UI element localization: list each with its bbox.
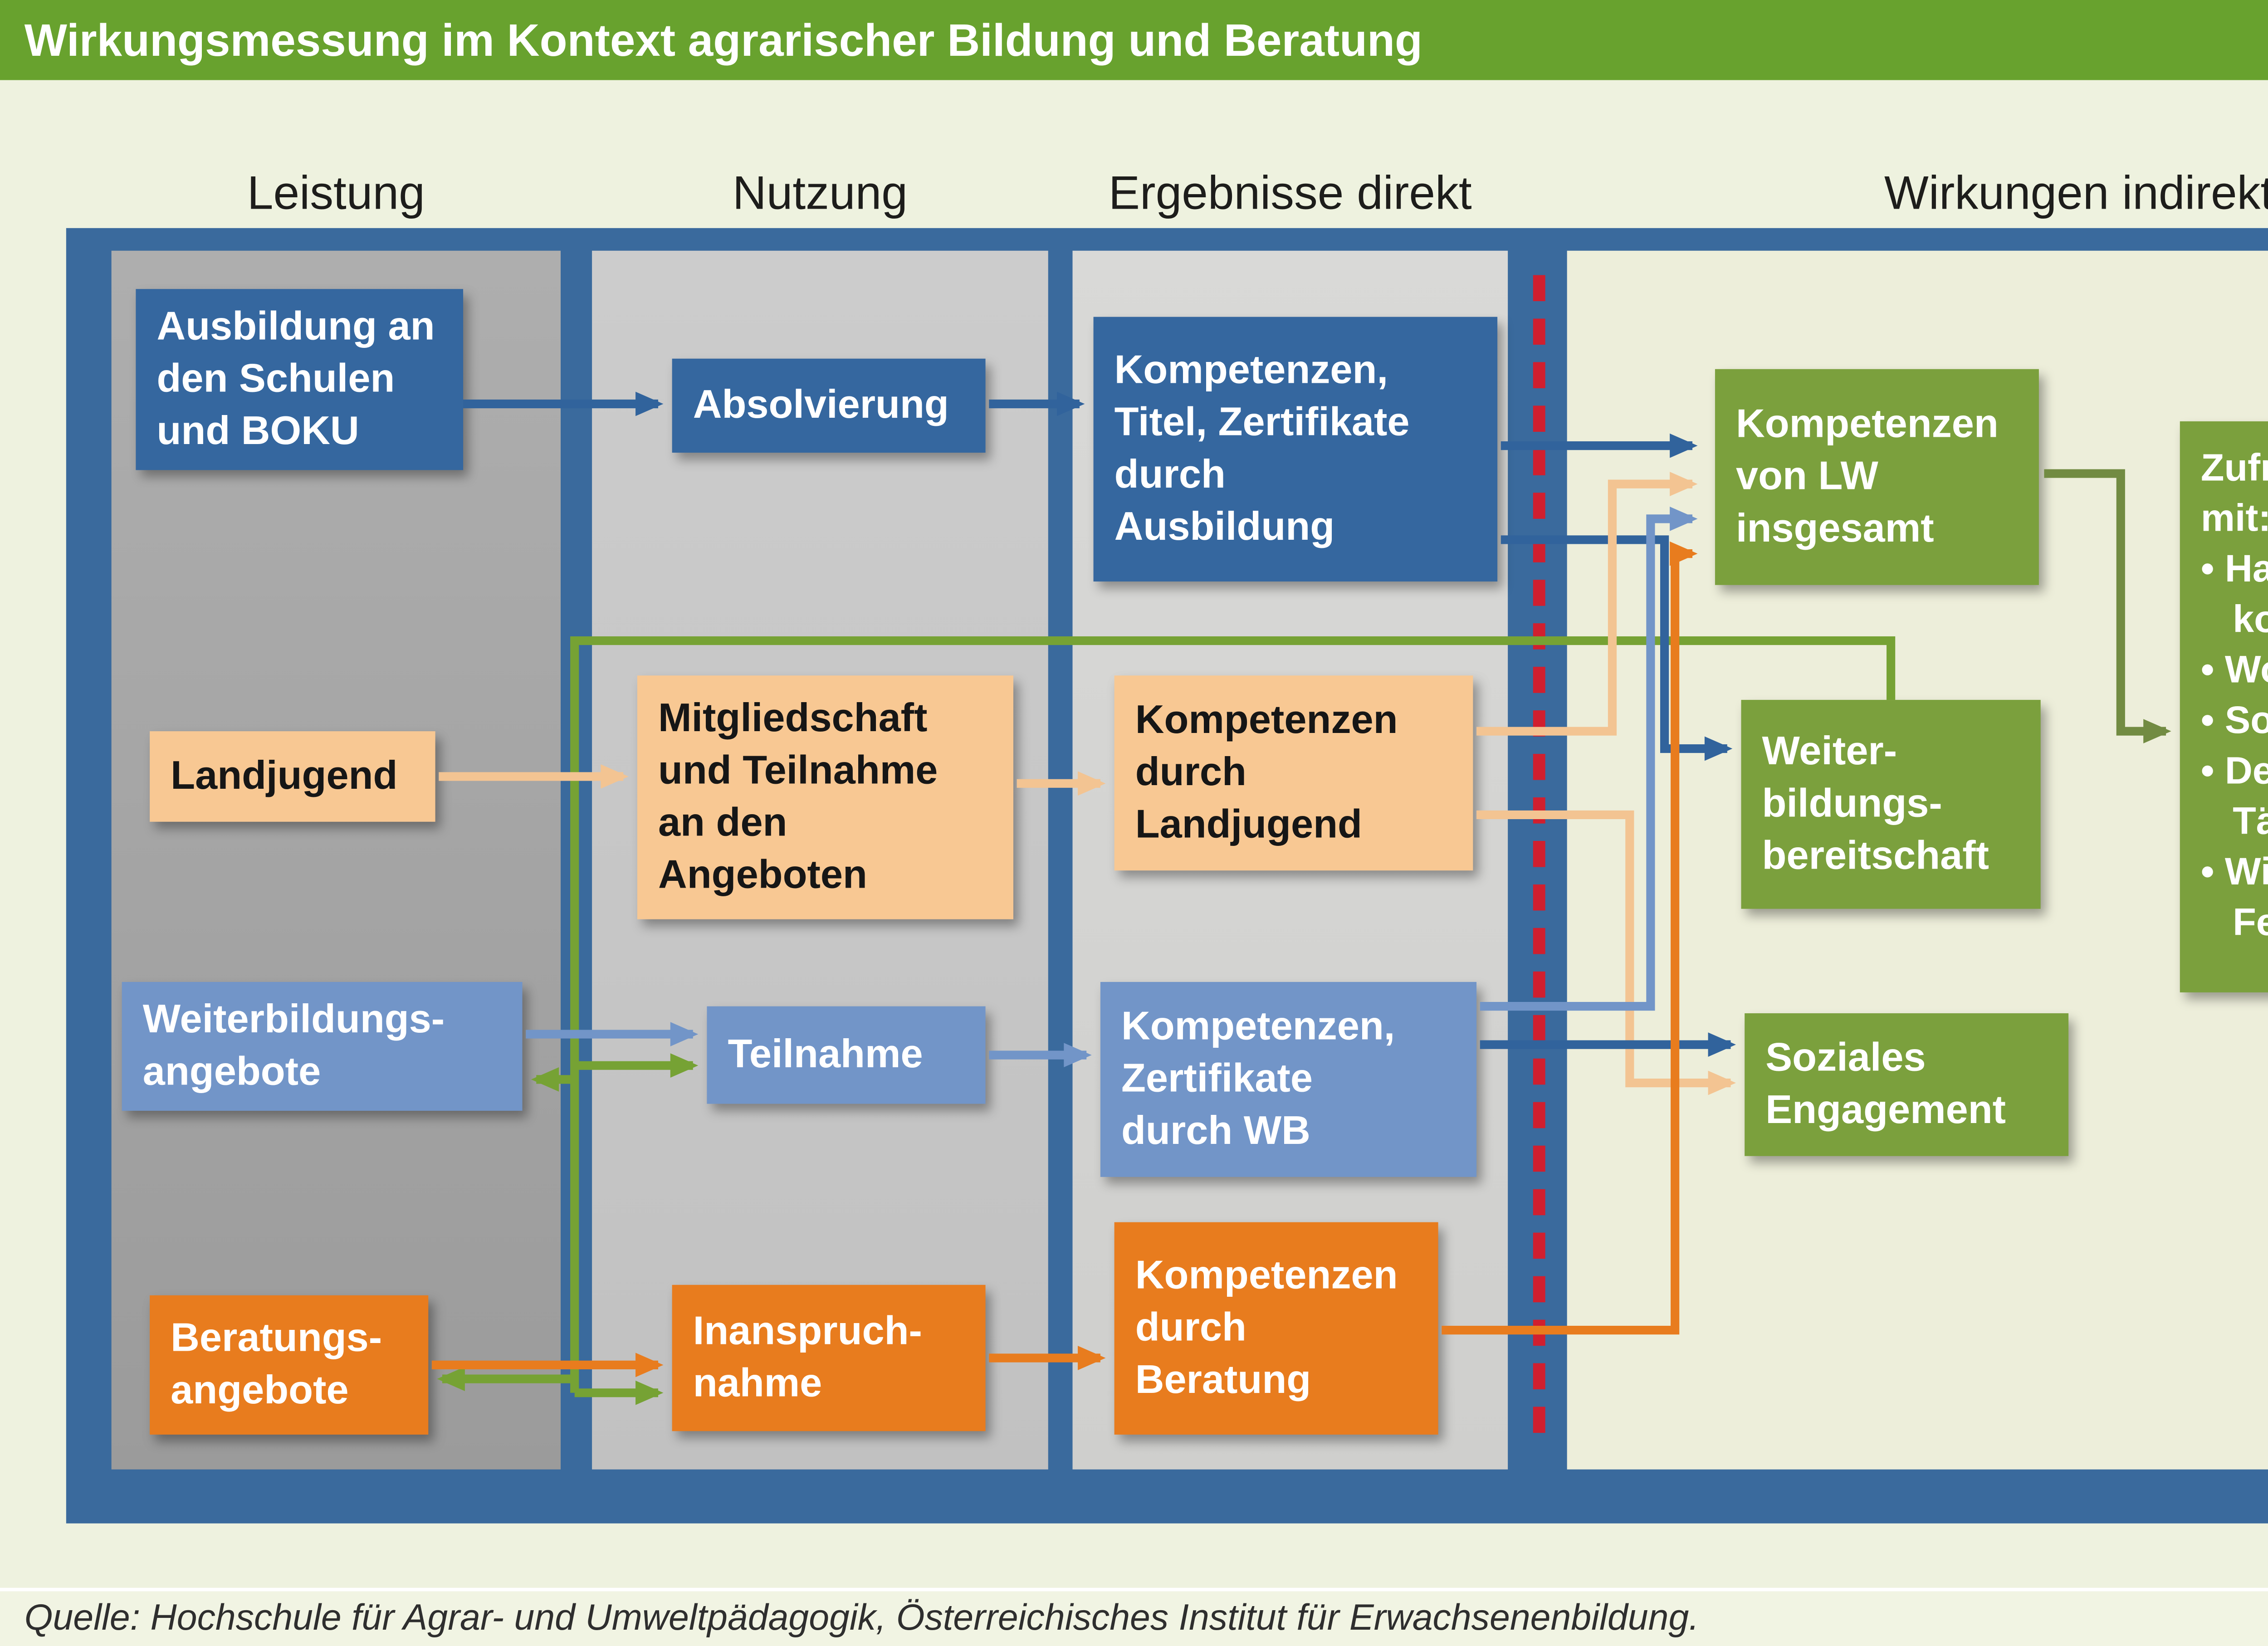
box-mitgliedschaft-label: Mitgliedschaft und Teilnahme an den Ange…	[658, 695, 938, 897]
box-komp-wb-label: Kompetenzen, Zertifikate durch WB	[1121, 1003, 1395, 1153]
box-komp-landjugend: Kompetenzen durch Landjugend	[1114, 675, 1473, 871]
box-ausbildung-label: Ausbildung an den Schulen und BOKU	[156, 303, 435, 453]
box-beratungsangebote: Beratungs- angebote	[150, 1295, 429, 1435]
box-zufriedenheit-label: Zufriedenheit mit: • Haushaltsein- komme…	[2200, 445, 2268, 944]
box-teilnahme: Teilnahme	[707, 1006, 986, 1104]
box-komp-ausbildung: Kompetenzen, Titel, Zertifikate durch Au…	[1093, 317, 1498, 582]
box-komp-lw: Kompetenzen von LW insgesamt	[1715, 369, 2039, 585]
box-landjugend-label: Landjugend	[171, 752, 398, 798]
box-soziales-engagement-label: Soziales Engagement	[1765, 1034, 2006, 1132]
box-weiterbildungsangebote: Weiterbildungs- angebote	[122, 982, 523, 1111]
source-text: Quelle: Hochschule für Agrar- und Umwelt…	[24, 1598, 1699, 1639]
box-inanspruchnahme-label: Inanspruch- nahme	[693, 1308, 922, 1405]
box-komp-ausbildung-label: Kompetenzen, Titel, Zertifikate durch Au…	[1114, 347, 1410, 548]
box-landjugend: Landjugend	[150, 731, 435, 822]
footer: Quelle: Hochschule für Agrar- und Umwelt…	[0, 1587, 2268, 1646]
column-label-leistung: Leistung	[247, 167, 425, 220]
box-weiterbildungsbereitschaft-label: Weiter- bildungs- bereitschaft	[1762, 728, 1989, 878]
box-weiterbildungsangebote-label: Weiterbildungs- angebote	[142, 996, 445, 1094]
column-label-wirkungen: Wirkungen indirekt	[1884, 167, 2268, 220]
column-label-nutzung: Nutzung	[732, 167, 908, 220]
box-soziales-engagement: Soziales Engagement	[1745, 1013, 2069, 1156]
header-bar: Wirkungsmessung im Kontext agrarischer B…	[0, 0, 2268, 80]
box-komp-lw-label: Kompetenzen von LW insgesamt	[1735, 401, 1999, 550]
box-inanspruchnahme: Inanspruch- nahme	[672, 1285, 986, 1431]
box-mitgliedschaft: Mitgliedschaft und Teilnahme an den Ange…	[637, 675, 1014, 919]
box-komp-beratung: Kompetenzen durch Beratung	[1114, 1222, 1438, 1435]
column-label-ergebnisse: Ergebnisse direkt	[1108, 167, 1472, 220]
box-weiterbildungsbereitschaft: Weiter- bildungs- bereitschaft	[1741, 700, 2041, 909]
box-ausbildung: Ausbildung an den Schulen und BOKU	[136, 289, 464, 470]
box-absolvierung: Absolvierung	[672, 358, 986, 453]
box-teilnahme-label: Teilnahme	[728, 1031, 923, 1076]
box-komp-landjugend-label: Kompetenzen durch Landjugend	[1135, 696, 1398, 846]
page-title: Wirkungsmessung im Kontext agrarischer B…	[24, 13, 1422, 65]
box-absolvierung-label: Absolvierung	[693, 381, 949, 427]
box-komp-beratung-label: Kompetenzen durch Beratung	[1135, 1252, 1398, 1402]
box-beratungsangebote-label: Beratungs- angebote	[171, 1314, 382, 1412]
box-zufriedenheit: Zufriedenheit mit: • Haushaltsein- komme…	[2180, 421, 2268, 992]
box-komp-wb: Kompetenzen, Zertifikate durch WB	[1100, 982, 1477, 1177]
